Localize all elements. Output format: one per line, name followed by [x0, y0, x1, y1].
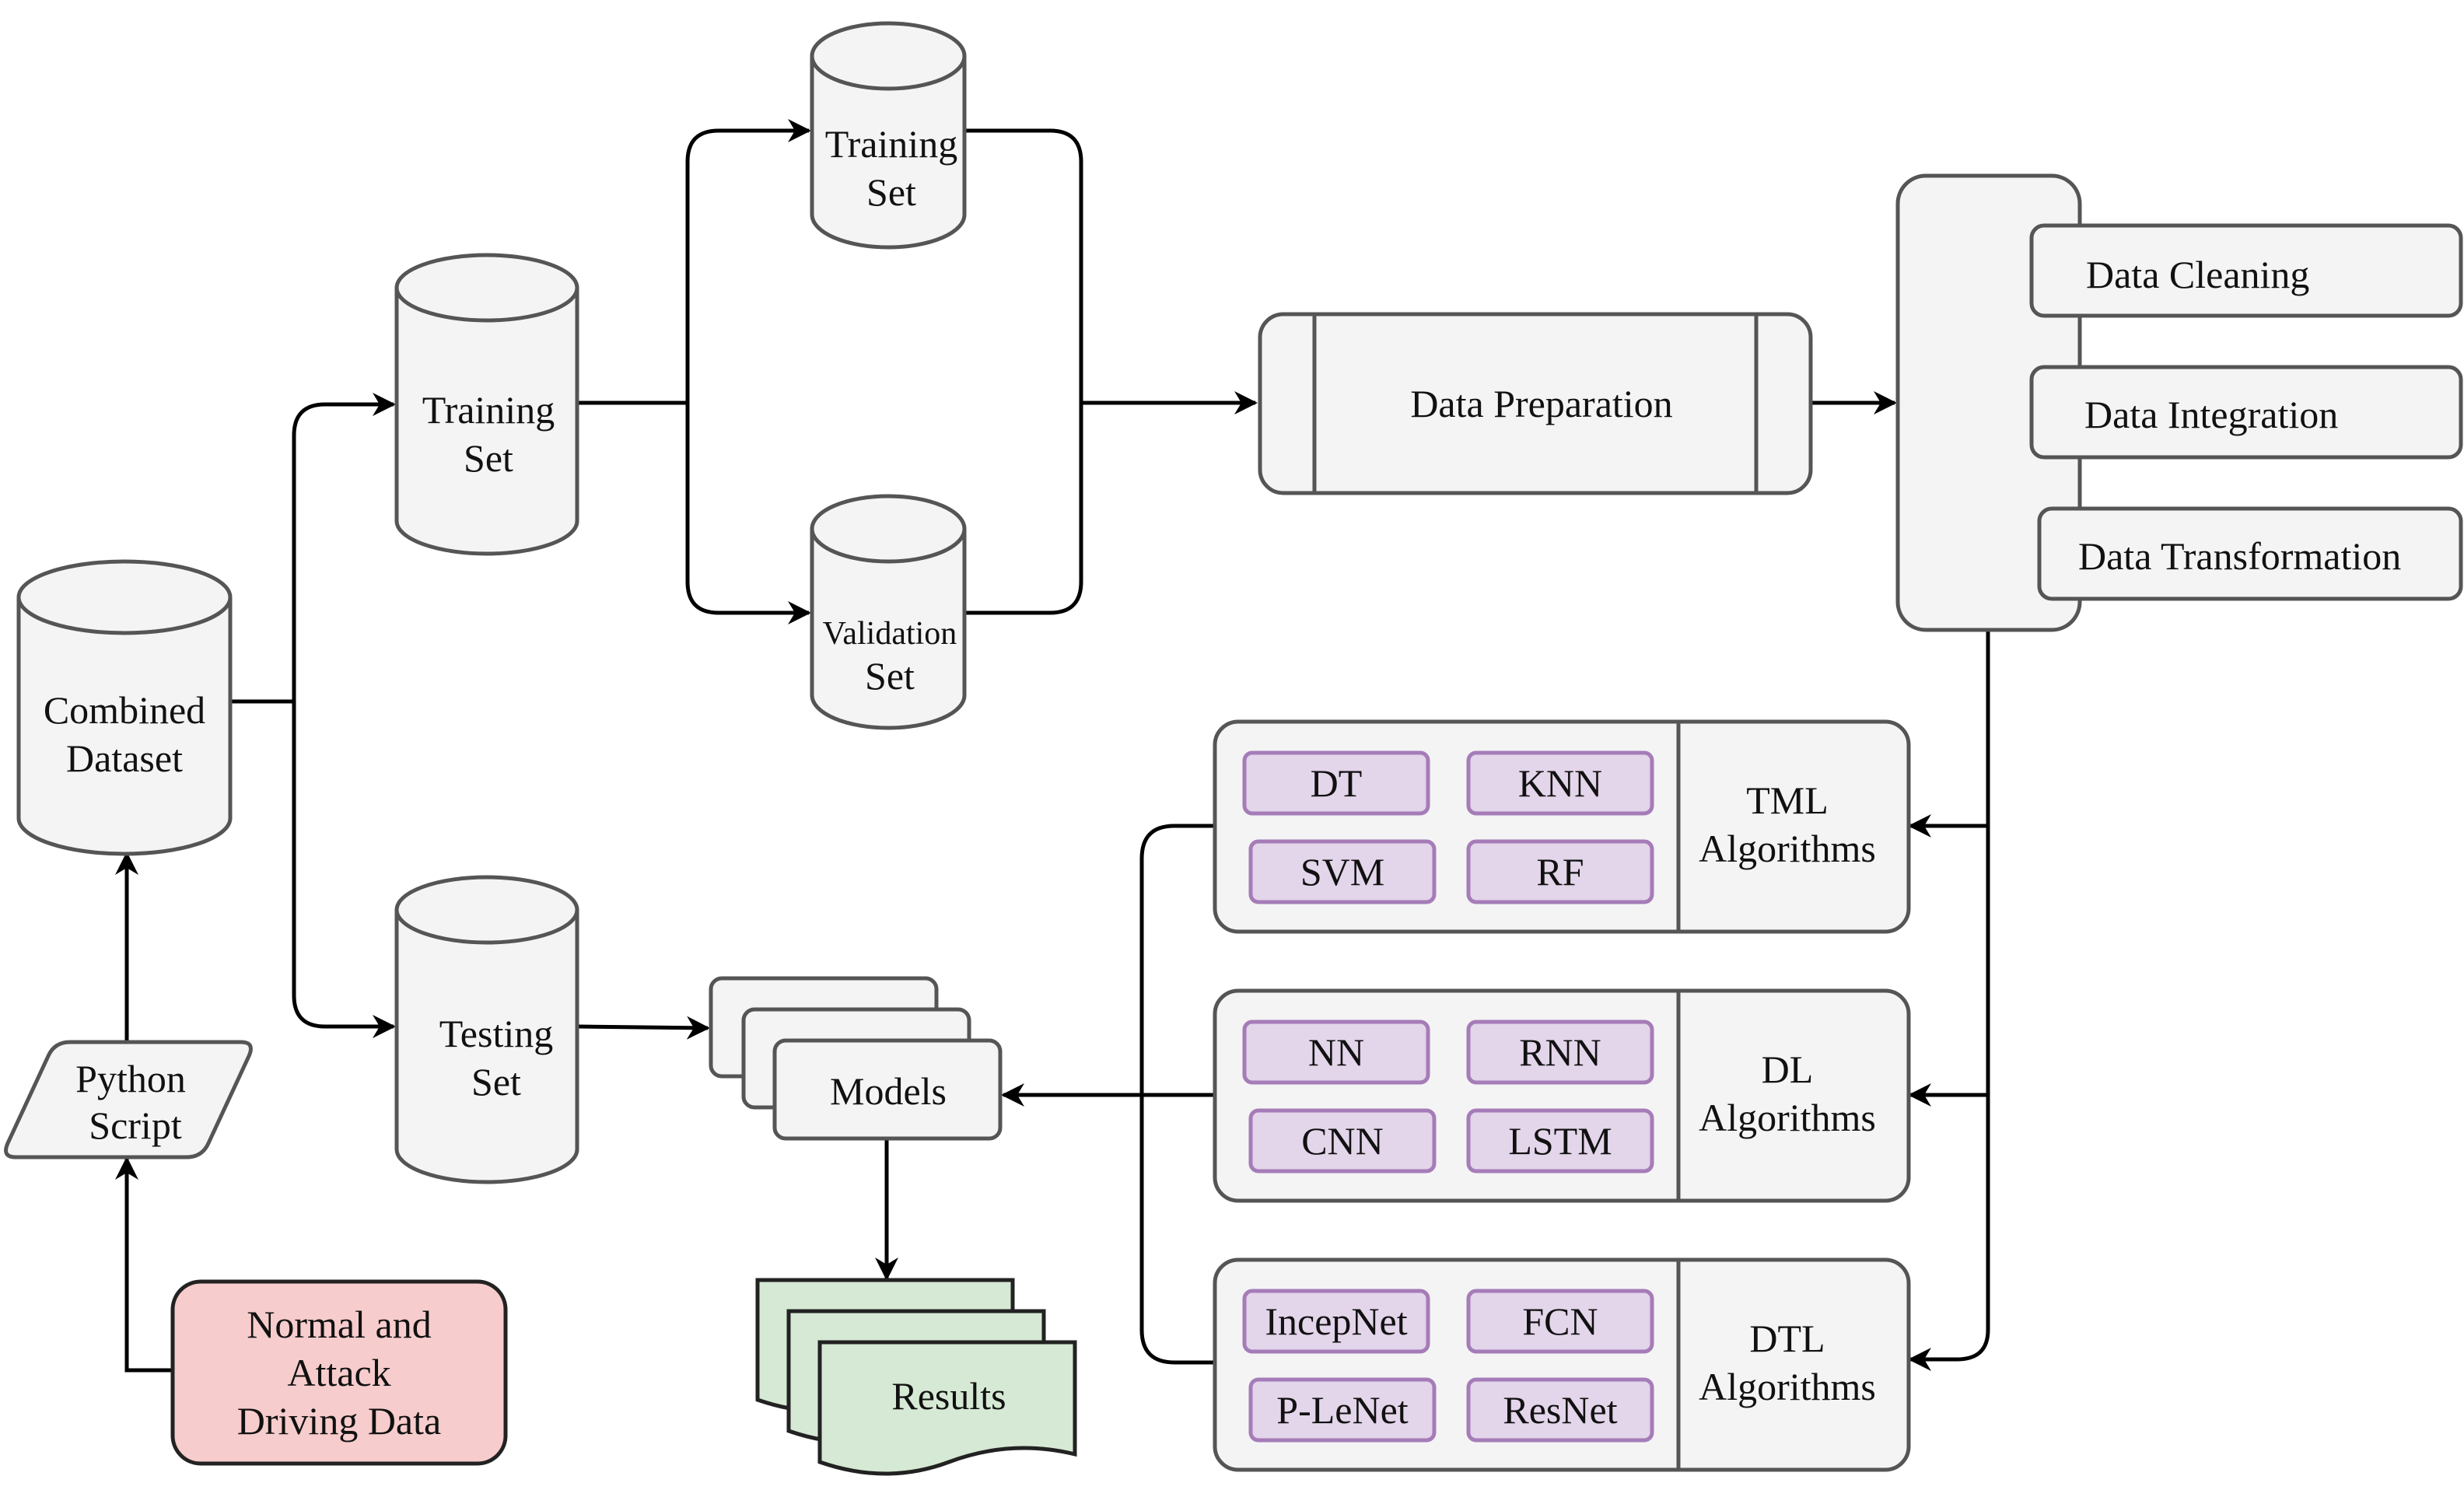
cylinder-top: [394, 253, 579, 323]
node-label: Models: [830, 1069, 947, 1113]
step-box: [2037, 506, 2463, 601]
algorithm-item-label: RF: [1536, 850, 1584, 894]
combined-dataset-node: Combined Dataset: [16, 559, 233, 856]
source-box: [170, 1279, 508, 1466]
cylinder-body: [810, 56, 967, 250]
algorithm-group-title: DL: [1762, 1048, 1814, 1091]
algorithm-item-box: [1466, 1377, 1654, 1443]
python-script-node: Python Script: [4, 1040, 253, 1159]
cylinder-top: [394, 875, 579, 945]
algorithm-item-box: [1242, 1020, 1430, 1085]
node-label: Combined: [44, 688, 205, 732]
node-label: Results: [891, 1374, 1006, 1418]
algorithm-group-title: Algorithms: [1699, 827, 1876, 870]
edge-group-to-algorithms: [1908, 628, 1990, 1371]
data-preparation-node: Data Preparation: [1258, 312, 1813, 495]
models-stack-front: [772, 1038, 1003, 1141]
node-label: Dataset: [66, 736, 183, 780]
dtl-algorithms-group: IncepNet FCN P-LeNet ResNet DTL Algorithms: [1213, 1257, 1911, 1472]
algorithm-item-box: [1466, 839, 1654, 904]
algorithm-item-box: [1466, 1020, 1654, 1085]
testing-set-node: Testing Set: [394, 875, 579, 1184]
data-cleaning-node: Data Cleaning: [2029, 223, 2463, 318]
cylinder-body: [394, 910, 579, 1184]
training-set-node: Training Set: [394, 253, 579, 556]
cylinder-top: [810, 21, 967, 91]
algorithm-item-label: ResNet: [1503, 1388, 1617, 1432]
cylinder-body: [394, 288, 579, 556]
cylinder-top: [810, 494, 967, 564]
edge-combined-to-training: [292, 393, 396, 701]
step-box: [2029, 223, 2463, 318]
node-label: Python: [75, 1057, 186, 1100]
data-integration-node: Data Integration: [2029, 365, 2463, 460]
algorithm-item-label: SVM: [1300, 850, 1384, 894]
results-node: Results: [755, 1278, 1077, 1476]
algorithm-group-title: Algorithms: [1699, 1365, 1876, 1408]
algorithm-item-label: RNN: [1519, 1030, 1601, 1074]
edge-training2-merge: [964, 128, 1083, 403]
algorithm-item-label: LSTM: [1508, 1119, 1612, 1163]
models-node: Models: [709, 976, 1003, 1141]
edge-testing-to-models: [578, 1016, 710, 1040]
cylinder-body: [16, 597, 233, 856]
node-label: Normal and: [247, 1303, 431, 1346]
node-label: Script: [89, 1104, 182, 1147]
node-label: Data Cleaning: [2086, 253, 2309, 296]
algorithm-item-box: [1466, 1108, 1654, 1173]
parallelogram-shape: [4, 1040, 253, 1159]
step-box: [2029, 365, 2463, 460]
algorithm-item-box: [1466, 1289, 1654, 1354]
node-label: Set: [865, 654, 915, 698]
algorithm-group-title: TML: [1746, 778, 1829, 822]
node-label: Training: [422, 388, 555, 432]
node-label: Data Integration: [2084, 393, 2338, 436]
cylinder-top: [16, 559, 233, 635]
algorithm-item-label: KNN: [1518, 761, 1602, 805]
algorithm-item-label: FCN: [1522, 1299, 1598, 1343]
algorithm-item-label: CNN: [1301, 1119, 1384, 1163]
algorithm-group-title: Algorithms: [1699, 1096, 1876, 1139]
edge-combined-to-testing: [292, 701, 396, 1038]
tml-algorithms-group: DT KNN SVM RF TML Algorithms: [1213, 719, 1911, 934]
node-label: Validation: [823, 616, 957, 652]
algorithm-item-label: NN: [1308, 1030, 1364, 1074]
node-label: Data Preparation: [1410, 382, 1672, 425]
results-stack-front: [817, 1340, 1077, 1476]
algorithm-item-label: P-LeNet: [1276, 1388, 1408, 1432]
node-label: Set: [464, 436, 513, 480]
algorithm-item-label: DT: [1311, 761, 1363, 805]
edge-source-to-python: [115, 1156, 173, 1373]
algorithm-item-box: [1242, 1289, 1430, 1354]
cylinder-body: [810, 529, 967, 730]
algorithm-item-box: [1242, 750, 1430, 816]
validation-set-node: Validation Set: [810, 494, 967, 730]
node-label: Attack: [287, 1351, 390, 1394]
node-label: Training: [825, 122, 957, 166]
algorithm-item-box: [1248, 1108, 1437, 1173]
edge-training-to-validation: [685, 403, 811, 624]
algorithm-item-box: [1248, 1377, 1437, 1443]
node-label: Driving Data: [237, 1399, 441, 1443]
node-label: Set: [866, 170, 916, 214]
data-transformation-node: Data Transformation: [2037, 506, 2463, 601]
algorithm-item-label: IncepNet: [1265, 1299, 1407, 1343]
process-box: [1258, 312, 1813, 495]
algorithm-item-box: [1248, 839, 1437, 904]
edge-training-to-training2: [685, 119, 811, 403]
dl-algorithms-group: NN RNN CNN LSTM DL Algorithms: [1213, 988, 1911, 1203]
algorithm-item-box: [1466, 750, 1654, 816]
node-label: Testing: [439, 1012, 553, 1055]
edge-validation-merge: [964, 403, 1083, 615]
algorithm-group-title: DTL: [1749, 1317, 1825, 1360]
node-label: Set: [471, 1060, 521, 1104]
normal-attack-driving-data-node: Normal and Attack Driving Data: [170, 1279, 508, 1466]
training-subset-node: Training Set: [810, 21, 967, 250]
node-label: Data Transformation: [2078, 534, 2401, 578]
